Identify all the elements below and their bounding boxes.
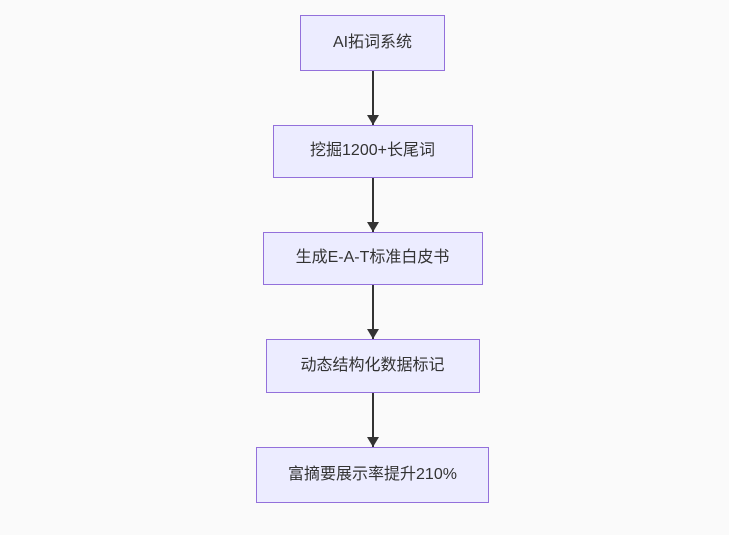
node-label: AI拓词系统 — [332, 33, 413, 51]
node-label: 动态结构化数据标记 — [300, 356, 445, 374]
arrow-head-icon — [366, 222, 379, 232]
flow-node-rich-snippet-result: 富摘要展示率提升210% — [256, 447, 489, 503]
flowchart: AI拓词系统 挖掘1200+长尾词 生成E-A-T标准白皮书 动态结构化数据标记 — [8, 15, 729, 503]
flow-node-eat-whitepaper: 生成E-A-T标准白皮书 — [262, 232, 483, 285]
connector-arrow — [366, 178, 380, 232]
connector-arrow — [366, 285, 380, 339]
arrow-head-icon — [366, 329, 379, 339]
node-label: 富摘要展示率提升210% — [288, 465, 457, 483]
flow-node-longtail-mining: 挖掘1200+长尾词 — [272, 125, 473, 178]
flow-node-ai-keyword-system: AI拓词系统 — [300, 15, 445, 71]
connector-arrow — [366, 71, 380, 125]
arrow-line — [371, 285, 374, 339]
arrow-head-icon — [366, 115, 379, 125]
arrow-line — [371, 71, 374, 125]
node-label: 挖掘1200+长尾词 — [310, 142, 435, 160]
arrow-line — [371, 393, 374, 447]
flow-node-structured-data: 动态结构化数据标记 — [265, 339, 480, 393]
node-label: 生成E-A-T标准白皮书 — [295, 249, 450, 267]
connector-arrow — [366, 393, 380, 447]
arrow-head-icon — [366, 437, 379, 447]
arrow-line — [371, 178, 374, 232]
